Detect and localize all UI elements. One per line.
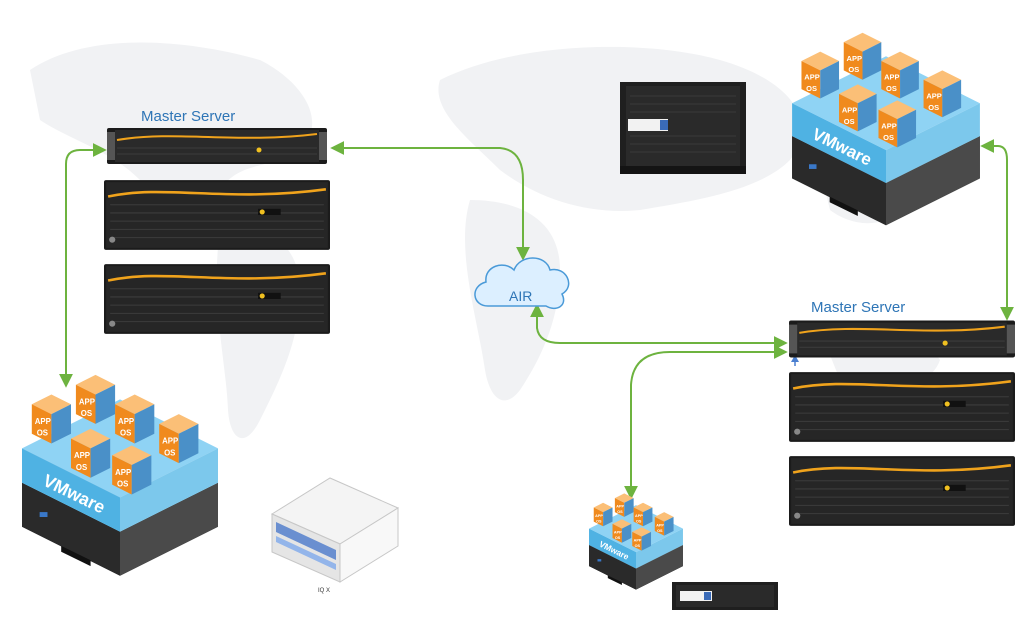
server-master-right[interactable]: [789, 320, 1015, 358]
connector-small-vm-to-master-right: [624, 345, 788, 500]
vmware-host-left[interactable]: [22, 374, 218, 576]
storage-array-top[interactable]: [620, 82, 746, 174]
storage-appliance[interactable]: [270, 477, 400, 583]
vmware-host-small[interactable]: [589, 493, 683, 590]
connector-right-vertical: [980, 139, 1014, 321]
server-right-unit-3[interactable]: [789, 456, 1015, 526]
storage-array-small[interactable]: [672, 582, 778, 610]
connector-left-vertical: [59, 143, 107, 388]
server-left-unit-3[interactable]: [104, 264, 330, 334]
master-right-small-arrowhead: [791, 355, 799, 362]
server-master-left[interactable]: [105, 128, 329, 164]
air-cloud[interactable]: [474, 257, 570, 310]
server-left-unit-2[interactable]: [104, 180, 330, 250]
master-server-left-label: Master Server: [141, 108, 235, 125]
connector-master-left-to-air: [330, 141, 530, 261]
master-server-right-label: Master Server: [811, 299, 905, 316]
appliance-caption: IQ X: [318, 588, 330, 594]
connector-air-to-master-right: [530, 303, 788, 350]
air-cloud-label: AIR: [509, 288, 532, 304]
server-right-unit-2[interactable]: [789, 372, 1015, 442]
vmware-host-right[interactable]: [792, 32, 980, 226]
